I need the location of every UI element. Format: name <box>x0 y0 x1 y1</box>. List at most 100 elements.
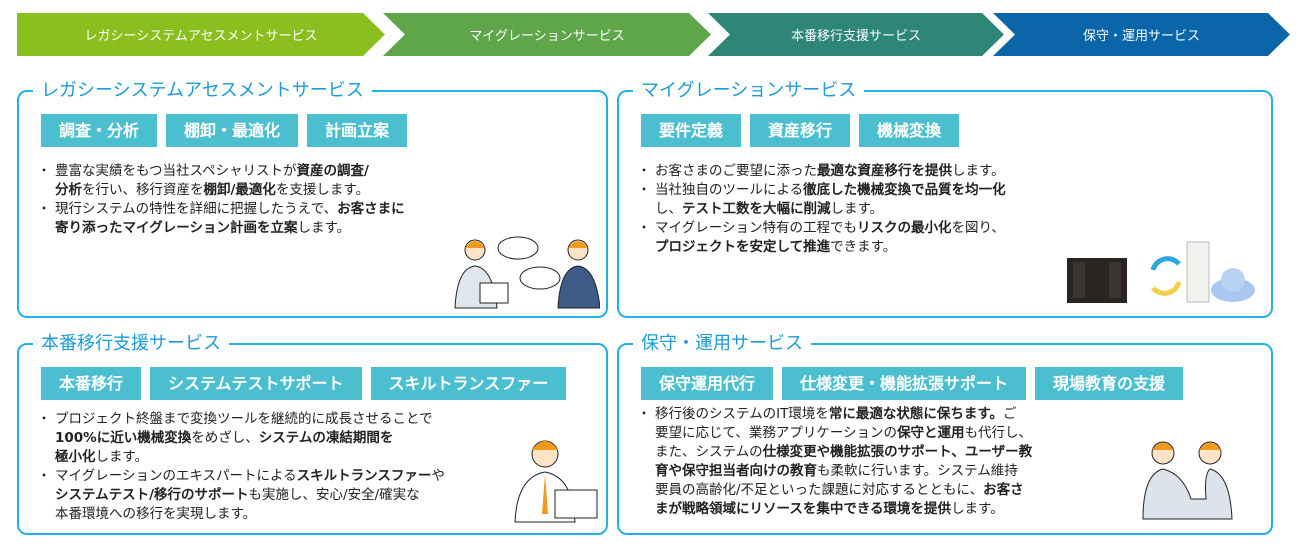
bullet-item: ・当社独自のツールによる徹底した機械変換で品質を均一化し、テスト工数を大幅に削減… <box>633 181 1006 219</box>
service-tag: 要件定義 <box>641 114 742 147</box>
service-tag: 機械変換 <box>859 114 960 147</box>
body-text: プロジェクト終盤まで変換ツールを継続的に成長させることで <box>55 411 433 427</box>
bullet-dot: ・ <box>637 163 651 179</box>
body-text: します。 <box>952 163 1005 179</box>
emphasis-text: 寄り添ったマイグレーション計画を立案 <box>55 220 298 236</box>
emphasis-text: 保守と運用 <box>897 425 965 441</box>
emphasis-text: プロジェクトを安定して推進 <box>655 239 831 255</box>
emphasis-text: システムの凍結期間を <box>258 430 394 446</box>
body-text: を支援します。 <box>275 182 370 198</box>
consultants-illustration <box>454 236 600 309</box>
emphasis-text: 最適な資産移行を提供 <box>817 163 952 179</box>
handshake-illustration <box>1142 441 1233 520</box>
bullet-item: ・お客さまのご要望に添った最適な資産移行を提供します。 <box>633 162 1006 181</box>
emphasis-text: 資産の調査/ <box>296 163 369 179</box>
emphasis-text: システムテスト/移行のサポート <box>55 487 249 503</box>
bullet-item: ・移行後のシステムのIT環境を常に最適な状態に保ちます。ご要望に応じて、業務アプ… <box>633 405 1032 519</box>
panel-assessment: レガシーシステムアセスメントサービス調査・分析棚卸・最適化計画立案・豊富な実績を… <box>17 79 608 318</box>
emphasis-text: 徹底した機械変換で品質を均一化 <box>803 182 1006 198</box>
panel-production-migration: 本番移行支援サービス本番移行システムテストサポートスキルトランスファー・プロジェ… <box>17 332 608 535</box>
flow-step-4: 保守・運用サービス <box>993 13 1290 56</box>
panel-migration: マイグレーションサービス要件定義資産移行機械変換・お客さまのご要望に添った最適な… <box>617 79 1273 318</box>
panel-title: 本番移行支援サービス <box>33 332 229 356</box>
bullet-dot: ・ <box>37 468 51 484</box>
bullet-dot: ・ <box>37 201 51 217</box>
service-tag: 本番移行 <box>41 367 142 400</box>
body-text: や <box>431 468 445 484</box>
body-text: します。 <box>830 201 884 217</box>
emphasis-text: 100%に近い機械変換 <box>55 430 192 446</box>
service-tag: 棚卸・最適化 <box>166 114 299 147</box>
body-text: 豊富な実績をもつ当社スペシャリストが <box>55 163 297 179</box>
emphasis-text: お客さ <box>983 482 1024 498</box>
body-text: します。 <box>95 449 149 465</box>
body-text: 本番環境への移行を実現します。 <box>55 506 257 522</box>
panel-title: レガシーシステムアセスメントサービス <box>33 79 372 103</box>
emphasis-text: 常に最適な状態に保ちます。 <box>828 406 1003 422</box>
developer-laptop-illustration <box>514 440 598 523</box>
body-text: 移行後のシステムのIT環境を <box>655 406 829 422</box>
service-tag: スキルトランスファー <box>370 367 567 400</box>
bullet-dot: ・ <box>637 182 651 198</box>
bullet-dot: ・ <box>37 411 51 427</box>
flow-step-2: マイグレーションサービス <box>383 13 711 56</box>
emphasis-text: スキルトランスファー <box>296 468 432 484</box>
emphasis-text: 育や保守担当者向けの教育 <box>655 463 817 479</box>
bullet-list: ・豊富な実績をもつ当社スペシャリストが資産の調査/分析を行い、移行資産を棚卸/最… <box>33 162 405 238</box>
emphasis-text: 極小化 <box>55 449 96 465</box>
service-tag: システムテストサポート <box>150 367 362 400</box>
flow-step-1: レガシーシステムアセスメントサービス <box>17 13 385 56</box>
emphasis-text: まが戦略領域にリソースを集中できる環境を提供 <box>655 501 952 517</box>
body-text: ご <box>1002 406 1017 422</box>
tag-list: 保守運用代行仕様変更・機能拡張サポート現場教育の支援 <box>641 367 1184 400</box>
body-text: をめざし、 <box>191 430 259 446</box>
body-text: も柔軟に行います。システム維持 <box>817 463 1018 479</box>
emphasis-text: 棚卸/最適化 <box>203 182 276 198</box>
service-tag: 現場教育の支援 <box>1035 367 1184 400</box>
emphasis-text: リスクの最小化 <box>856 220 952 236</box>
body-text: も実施し、安心/安全/確実な <box>248 487 420 503</box>
bullet-item: ・マイグレーションのエキスパートによるスキルトランスファーやシステムテスト/移行… <box>33 467 445 524</box>
body-text: します。 <box>951 501 1004 517</box>
panel-title: マイグレーションサービス <box>633 79 865 103</box>
body-text: し、 <box>655 201 682 217</box>
service-tag: 仕様変更・機能拡張サポート <box>782 367 1027 400</box>
body-text: マイグレーション特有の工程でも <box>655 220 857 236</box>
bullet-dot: ・ <box>37 163 51 179</box>
tag-list: 本番移行システムテストサポートスキルトランスファー <box>41 367 567 400</box>
emphasis-text: お客さまに <box>337 201 405 217</box>
flow-step-3: 本番移行支援サービス <box>708 13 1004 56</box>
emphasis-text: 仕様変更や機能拡張のサポート、ユーザー教 <box>762 444 1033 460</box>
service-tag: 資産移行 <box>750 114 851 147</box>
bullet-list: ・お客さまのご要望に添った最適な資産移行を提供します。・当社独自のツールによる徹… <box>633 162 1006 257</box>
bullet-dot: ・ <box>637 220 651 236</box>
bullet-item: ・豊富な実績をもつ当社スペシャリストが資産の調査/分析を行い、移行資産を棚卸/最… <box>33 162 405 200</box>
body-text: 当社独自のツールによる <box>655 182 804 198</box>
panel-title: 保守・運用サービス <box>633 332 811 356</box>
emphasis-text: 分析 <box>55 182 82 198</box>
body-text: を行い、移行資産を <box>82 182 204 198</box>
body-text: も代行し、 <box>964 425 1033 441</box>
bullet-dot: ・ <box>637 406 651 422</box>
body-text: できます。 <box>830 239 897 255</box>
body-text: 要望に応じて、業務アプリケーションの <box>655 425 898 441</box>
bullet-list: ・移行後のシステムのIT環境を常に最適な状態に保ちます。ご要望に応じて、業務アプ… <box>633 405 1032 519</box>
mainframe-to-cloud-illustration <box>1067 241 1255 303</box>
body-text: 現行システムの特性を詳細に把握したうえで、 <box>55 201 338 217</box>
service-tag: 保守運用代行 <box>641 367 774 400</box>
tag-list: 調査・分析棚卸・最適化計画立案 <box>41 114 408 147</box>
panel-maintenance: 保守・運用サービス保守運用代行仕様変更・機能拡張サポート現場教育の支援・移行後の… <box>617 332 1273 535</box>
body-text: を図り、 <box>951 220 1005 236</box>
body-text: お客さまのご要望に添った <box>655 163 817 179</box>
bullet-item: ・マイグレーション特有の工程でもリスクの最小化を図り、プロジェクトを安定して推進… <box>633 219 1006 257</box>
bullet-item: ・プロジェクト終盤まで変換ツールを継続的に成長させることで 100%に近い機械変換… <box>33 410 445 467</box>
tag-list: 要件定義資産移行機械変換 <box>641 114 960 147</box>
body-text: します。 <box>297 220 351 236</box>
service-tag: 計画立案 <box>307 114 408 147</box>
emphasis-text: テスト工数を大幅に削減 <box>682 201 831 217</box>
service-tag: 調査・分析 <box>41 114 158 147</box>
bullet-item: ・現行システムの特性を詳細に把握したうえで、お客さまに寄り添ったマイグレーション… <box>33 200 405 238</box>
body-text: 要員の高齢化/不足といった課題に対応するとともに、 <box>655 482 984 498</box>
body-text: マイグレーションのエキスパートによる <box>55 468 297 484</box>
